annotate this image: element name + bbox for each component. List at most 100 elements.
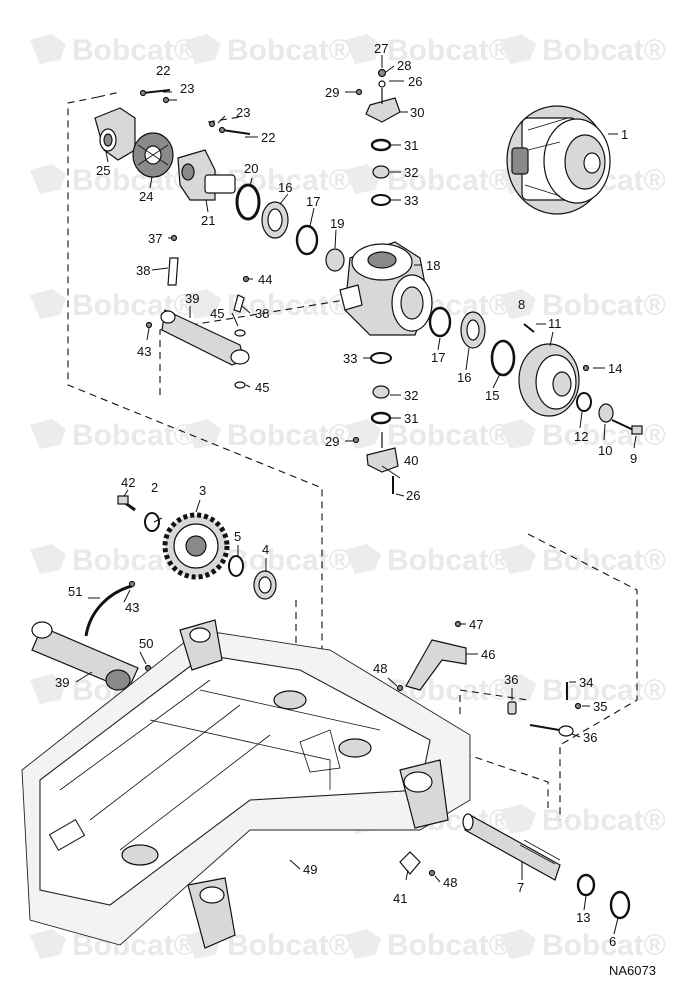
bobcat-watermark: Bobcat® [500, 289, 666, 322]
callout-25: 25 [96, 163, 110, 178]
callout-27: 27 [374, 41, 388, 56]
bobcat-logo-icon [30, 419, 66, 449]
callout-42: 42 [121, 475, 135, 490]
chassis-frame-part [21, 619, 471, 949]
callout-47: 47 [469, 617, 483, 632]
callout-43a: 43 [137, 344, 151, 359]
bobcat-watermark-text: Bobcat® [542, 34, 666, 67]
callout-9: 9 [630, 451, 637, 466]
callout-8: 8 [518, 297, 525, 312]
bobcat-logo-icon [185, 34, 221, 64]
callout-38b: 38 [255, 306, 269, 321]
hub-assembly-right [428, 306, 643, 435]
bobcat-logo-icon [500, 419, 536, 449]
bobcat-watermark-text: Bobcat® [72, 419, 196, 452]
bobcat-watermark: Bobcat® [345, 419, 511, 452]
callout-13: 13 [576, 910, 590, 925]
callout-45a: 45 [210, 306, 224, 321]
drive-motor-assembly [94, 68, 643, 494]
bobcat-watermark-text: Bobcat® [227, 544, 351, 577]
bobcat-watermark-text: Bobcat® [542, 289, 666, 322]
bobcat-logo-icon [345, 929, 381, 959]
callout-labels: 1 2 3 4 5 6 7 8 9 10 11 12 13 14 15 16 1… [55, 41, 637, 949]
callout-2: 2 [151, 480, 158, 495]
callout-1: 1 [621, 127, 628, 142]
bobcat-logo-icon [30, 289, 66, 319]
leader-lines [75, 55, 637, 935]
bobcat-watermark-text: Bobcat® [542, 804, 666, 837]
lower-spindle-stack [352, 352, 399, 494]
bobcat-logo-icon [30, 674, 66, 704]
steering-cylinder-lower [31, 580, 152, 691]
callout-39b: 39 [55, 675, 69, 690]
callout-15: 15 [485, 388, 499, 403]
callout-31a: 31 [404, 138, 418, 153]
callout-43b: 43 [125, 600, 139, 615]
yoke-part [94, 107, 136, 161]
bobcat-watermark-text: Bobcat® [387, 929, 511, 962]
bobcat-logo-icon [345, 544, 381, 574]
bobcat-watermark: Bobcat® [185, 289, 351, 322]
callout-46: 46 [481, 647, 495, 662]
bobcat-logo-icon [30, 544, 66, 574]
bobcat-logo-icon [185, 289, 221, 319]
callout-17a: 17 [306, 194, 320, 209]
callout-29b: 29 [325, 434, 339, 449]
callout-21: 21 [201, 213, 215, 228]
bearing-16-upper-part [261, 201, 289, 239]
bobcat-watermark: Bobcat® [185, 544, 351, 577]
callout-31b: 31 [404, 411, 418, 426]
axle-shaft-assembly [399, 813, 631, 920]
bobcat-watermark: Bobcat® [500, 804, 666, 837]
bobcat-watermark-text: Bobcat® [227, 929, 351, 962]
callout-17b: 17 [431, 350, 445, 365]
bobcat-watermark-text: Bobcat® [387, 419, 511, 452]
bobcat-watermark: Bobcat® [30, 419, 196, 452]
coupling-part [132, 132, 174, 178]
callout-22b: 22 [261, 130, 275, 145]
bobcat-watermark-text: Bobcat® [542, 674, 666, 707]
callout-6: 6 [609, 934, 616, 949]
callout-4: 4 [262, 542, 269, 557]
callout-32b: 32 [404, 388, 418, 403]
frame-right-small-parts [396, 620, 582, 737]
bobcat-logo-icon [30, 929, 66, 959]
callout-49: 49 [303, 862, 317, 877]
callout-34: 34 [579, 675, 593, 690]
bobcat-watermark: Bobcat® [345, 34, 511, 67]
spacer-19-part [325, 248, 345, 272]
bobcat-watermark-text: Bobcat® [72, 164, 196, 197]
bobcat-watermark-text: Bobcat® [542, 544, 666, 577]
sprocket-part [162, 512, 230, 580]
bobcat-watermark-text: Bobcat® [72, 34, 196, 67]
bobcat-logo-icon [500, 674, 536, 704]
drive-motor-part [506, 105, 611, 215]
callout-22a: 22 [156, 63, 170, 78]
bobcat-watermark-text: Bobcat® [387, 544, 511, 577]
bobcat-watermark: Bobcat® [500, 544, 666, 577]
bobcat-watermark-text: Bobcat® [227, 419, 351, 452]
callout-36a: 36 [504, 672, 518, 687]
callout-48a: 48 [373, 661, 387, 676]
callout-51: 51 [68, 584, 82, 599]
bobcat-logo-icon [500, 34, 536, 64]
bobcat-logo-icon [30, 34, 66, 64]
input-shaft-part [177, 149, 236, 201]
callout-14: 14 [608, 361, 622, 376]
drawing-code: NA6073 [609, 963, 656, 978]
callout-20: 20 [244, 161, 258, 176]
callout-7: 7 [517, 880, 524, 895]
bobcat-watermark: Bobcat® [500, 34, 666, 67]
gearbox-housing-part [339, 241, 433, 336]
bobcat-logo-icon [30, 164, 66, 194]
callout-16a: 16 [278, 180, 292, 195]
callout-45b: 45 [255, 380, 269, 395]
bobcat-watermark: Bobcat® [345, 929, 511, 962]
callout-35: 35 [593, 699, 607, 714]
bobcat-watermark: Bobcat® [185, 34, 351, 67]
callout-11: 11 [548, 316, 562, 331]
bobcat-watermark-text: Bobcat® [542, 929, 666, 962]
callout-16b: 16 [457, 370, 471, 385]
bobcat-logo-icon [500, 289, 536, 319]
